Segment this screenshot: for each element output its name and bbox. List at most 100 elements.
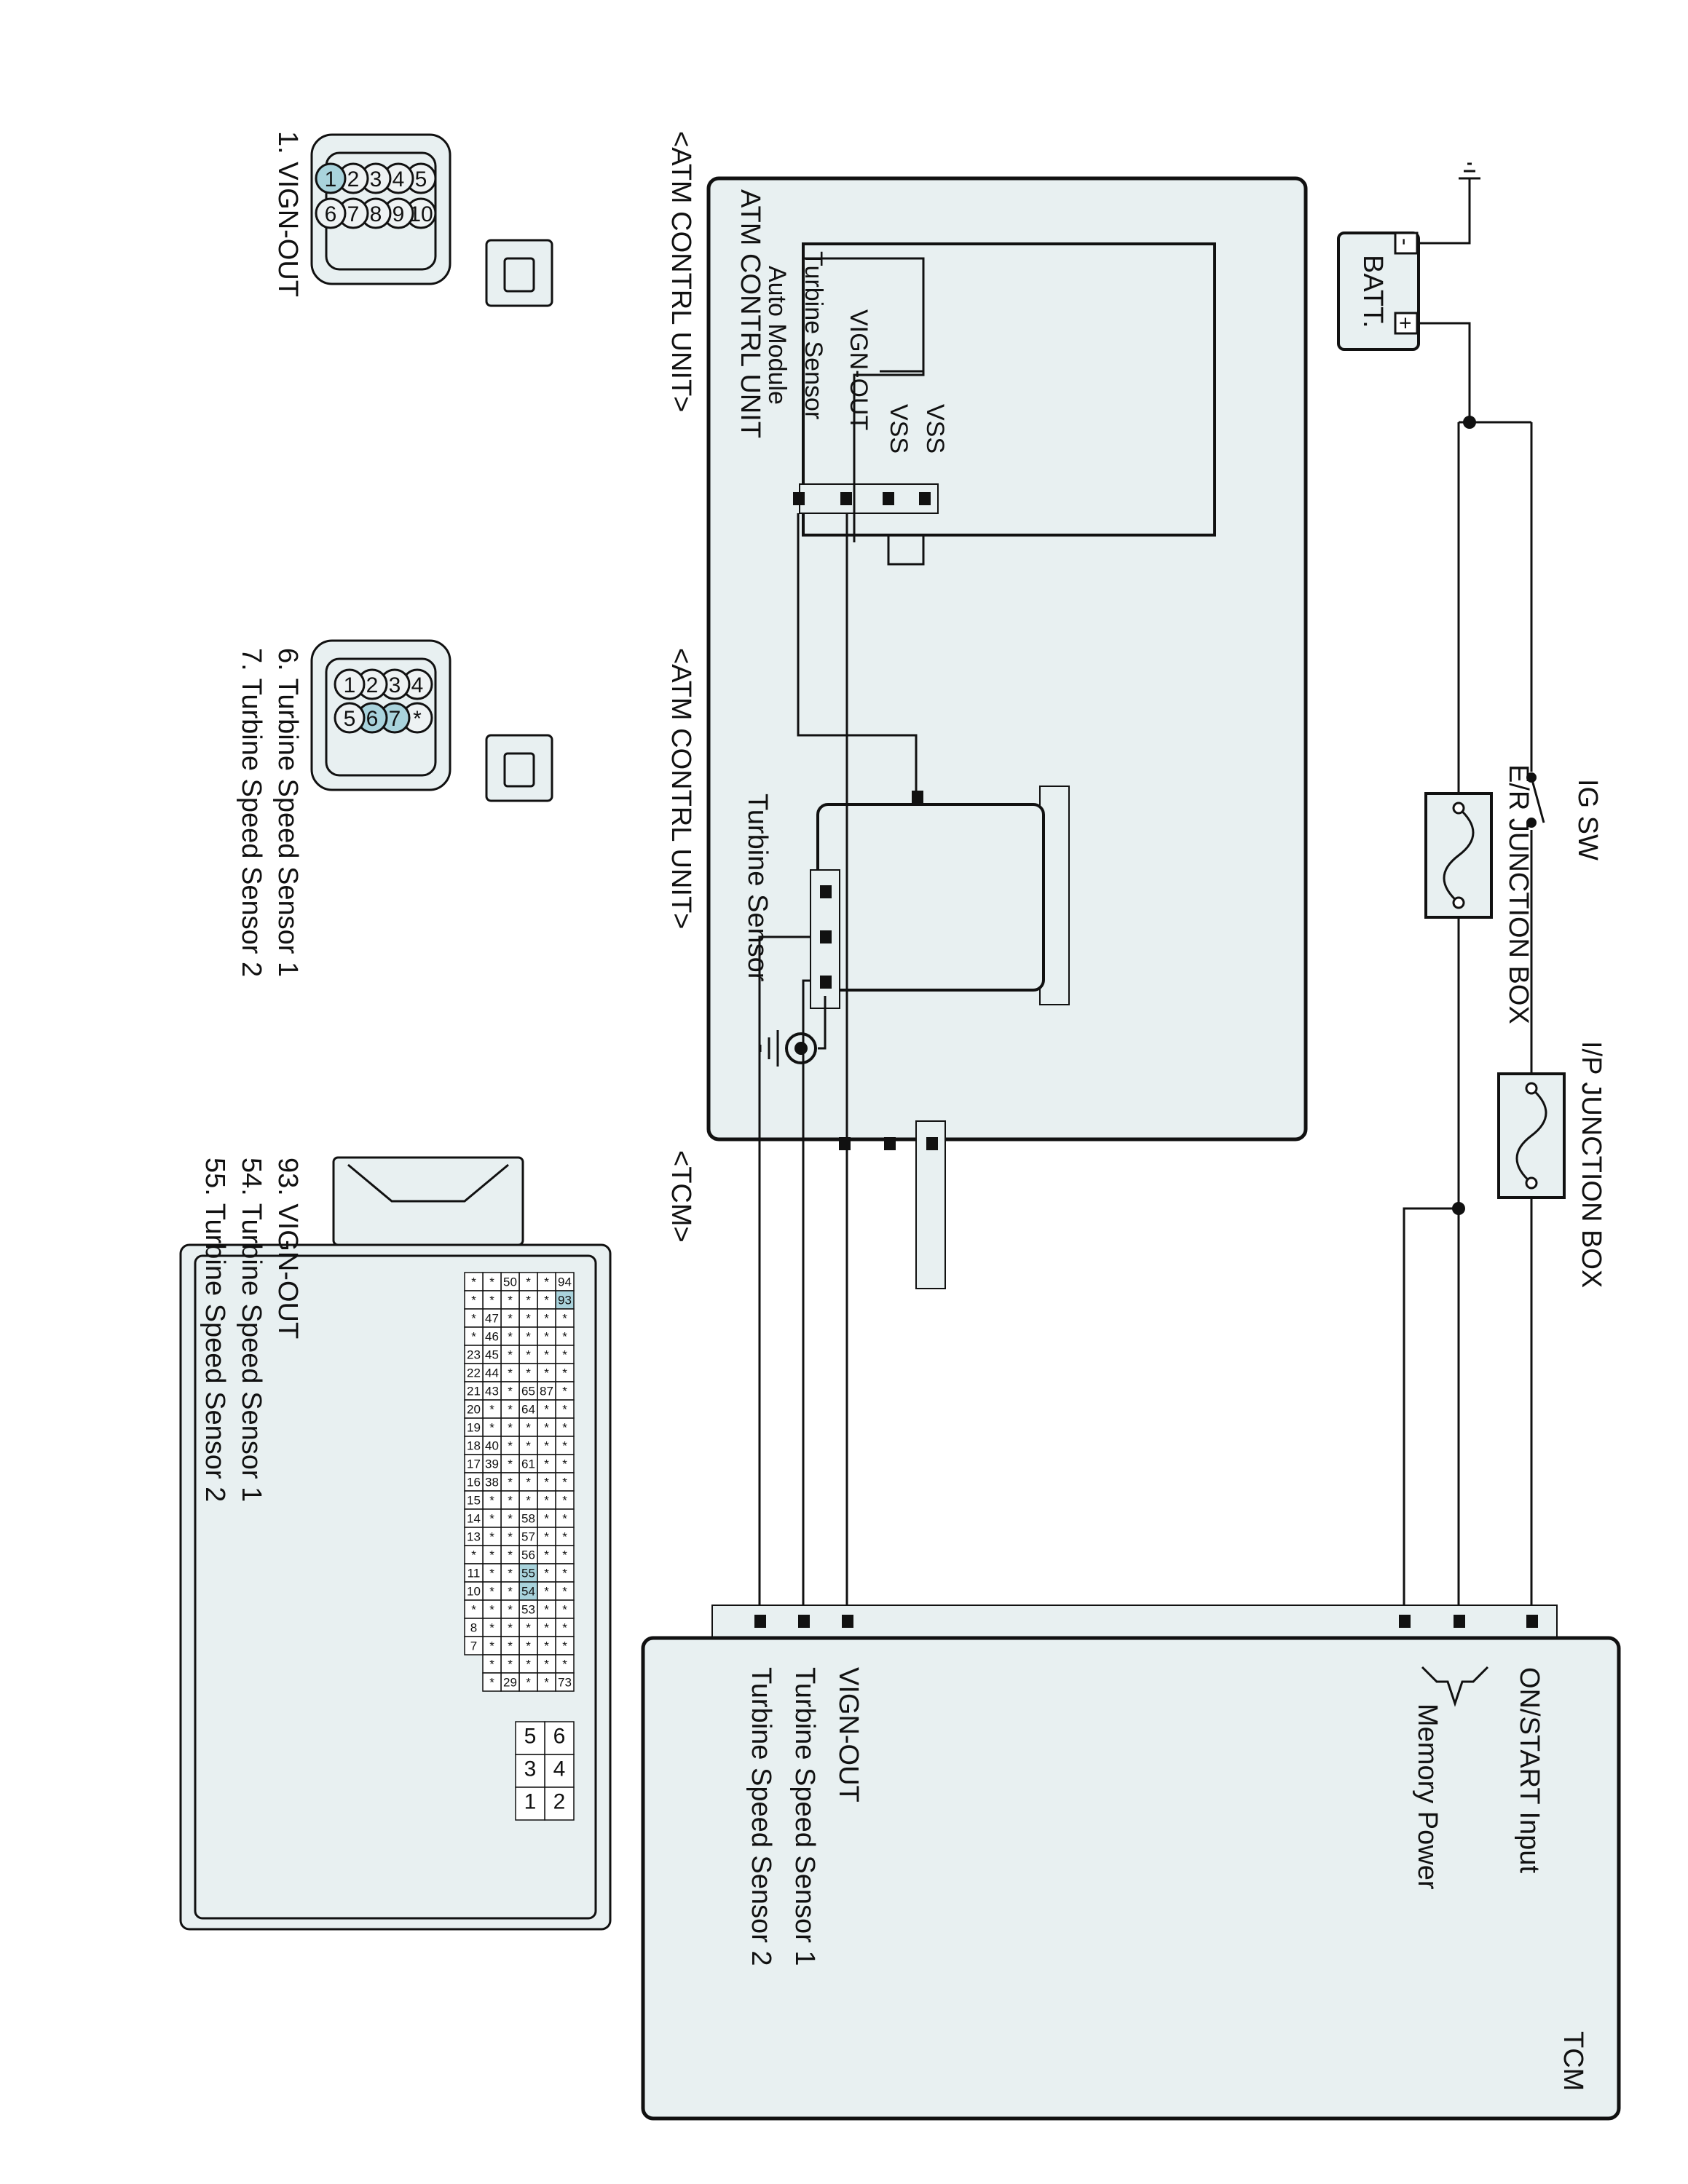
tcm-grid-cell-label: * [508,1476,513,1489]
tcm-label-vign-out: VIGN-OUT [833,1667,864,1803]
tcm-grid-cell-label: * [544,1530,549,1544]
tcm-grid-cell-label: * [526,1312,531,1326]
tcm-grid-cell-label: * [508,1385,513,1398]
turbine-sensor-input-pin [912,791,923,804]
er-junction-label: E/R JUNCTION BOX [1503,764,1534,1024]
connector2-header: <ATM CONTRL UNIT> [666,648,696,929]
tcm-pin-memory-a [1454,1615,1465,1628]
tcm-grid-cell-label: 10 [467,1585,481,1599]
ground-point-inner [794,1042,808,1055]
tcm-grid-cell-label: 73 [558,1676,572,1690]
ground-wire [818,996,827,1050]
tcm-grid-cell-label: * [562,1403,567,1417]
tcm-power-cell-label: 1 [524,1790,537,1814]
tcm-grid-cell-label: 22 [467,1366,481,1380]
tcm-grid-cell-label: * [526,1275,531,1289]
tcm-grid-cell-label: * [544,1330,549,1344]
tcm-grid-cell-label: * [562,1621,567,1635]
auto-module-pin-vss2 [883,492,894,505]
tcm-grid-cell-label: * [562,1494,567,1508]
tcm-grid-cell-label: 21 [467,1385,481,1398]
tcm-grid-cell-label: * [508,1512,513,1526]
tcm-grid-cell-label: * [544,1366,549,1380]
tcm-grid-cell-label: 46 [485,1330,499,1344]
connector1-cavity-label: 7 [347,202,360,226]
ip-fuse-terminal-1 [1525,1082,1538,1095]
tcm-grid-cell-label: 44 [485,1366,499,1380]
tcm-grid-cell-label: * [489,1294,494,1307]
tcm-grid-cell-label: * [526,1658,531,1671]
tcm-grid-cell-label: * [544,1403,549,1417]
atm-bottom-connector-strip [915,1120,946,1289]
auto-module-pin-strip [799,483,939,514]
auto-module-label-turbine-sensor: Turbine Sensor [800,251,827,419]
tcm-grid-cell-label: 87 [540,1385,553,1398]
connector1-cavity-label: 6 [325,202,337,226]
ig-sw-contact-2 [1526,818,1537,828]
wire-tss2 [758,935,811,1613]
tcm-grid-cell-label: 58 [521,1512,535,1526]
tcm-grid-cell-label: * [544,1294,549,1307]
tcm-grid-cell-label: 55 [521,1567,535,1580]
tcm-grid-cell-label: * [508,1348,513,1362]
tcm-power-cell-label: 3 [524,1757,537,1781]
tcm-grid-cell-label: 19 [467,1421,481,1435]
tcm-grid-cell-label: * [562,1548,567,1562]
tcm-grid-cell-label: * [562,1585,567,1599]
tcm-grid-cell-label: * [526,1676,531,1690]
tcm-grid-cell-label: * [471,1275,476,1289]
tcm-grid-cell-label: * [544,1457,549,1471]
tcm-grid-cell-label: * [526,1294,531,1307]
connector2-cavity-label: 3 [389,673,401,697]
tcm-grid-cell-label: * [471,1548,476,1562]
connector2-cavity [334,702,366,734]
tcm-grid-cell-label: * [544,1548,549,1562]
tcm-grid-cell-label: * [489,1676,494,1690]
tcm-grid-cell-label: * [489,1603,494,1617]
ig-sw-gap [1521,772,1542,830]
tcm-grid-cell-label: * [544,1621,549,1635]
tcm-grid-cell-label: * [508,1494,513,1508]
tcm-grid-cell-label: * [562,1439,567,1453]
turbine-sensor-pin-2 [820,930,832,943]
internal-wire-b [853,371,925,542]
tcm-grid-cell-label: * [508,1567,513,1580]
tcm-grid-cell-label: 18 [467,1439,481,1453]
tcm-pin-tss2 [754,1615,766,1628]
connector2-cavity-label: 2 [366,673,379,697]
wire-tss1 [802,979,811,1613]
tcm-grid-cell-label: 7 [470,1639,477,1653]
tcm-grid-cell-label: 93 [558,1294,572,1307]
tcm-grid-cell-label: * [562,1385,567,1398]
connector1-cavity [315,162,347,194]
tcm-grid-cell-label: 61 [521,1457,535,1471]
wire-turbine-sensor-signal [797,513,918,797]
tcm-grid-cell-label: 43 [485,1385,499,1398]
tcm-grid-cell-label: * [562,1330,567,1344]
tcm-grid-cell-label: * [526,1366,531,1380]
tcm-grid-cell-label: * [489,1567,494,1580]
tcm-grid-cell-label: * [562,1476,567,1489]
tcm-grid-cell-label: 53 [521,1603,535,1617]
tcm-pin-vign-out [842,1615,853,1628]
tcm-grid-cell-label: 29 [503,1676,517,1690]
tcm-grid-cell-label: * [489,1275,494,1289]
memory-power-branch [1403,1207,1459,1613]
tcm-grid-cell-label: * [562,1457,567,1471]
tcm-grid-cell-label: * [508,1548,513,1562]
tcm-grid-cell-label: * [562,1366,567,1380]
tcm-grid-cell-label: * [562,1603,567,1617]
tcm-grid-cell-label: 16 [467,1476,481,1489]
battery-ground-wire [1417,178,1471,245]
connector1-cavity [315,197,347,229]
auto-module-box [802,242,1216,537]
tcm-grid-cell-label: * [544,1603,549,1617]
tcm-power-cell-label: 2 [553,1790,566,1814]
atm-control-unit-title: ATM CONTRL UNIT [735,189,765,438]
connector3-pin-93: 93. VIGN-OUT [272,1158,303,1339]
tcm-grid-cell-label: * [562,1658,567,1671]
turbine-sensor-label: Turbine Sensor [742,794,773,982]
